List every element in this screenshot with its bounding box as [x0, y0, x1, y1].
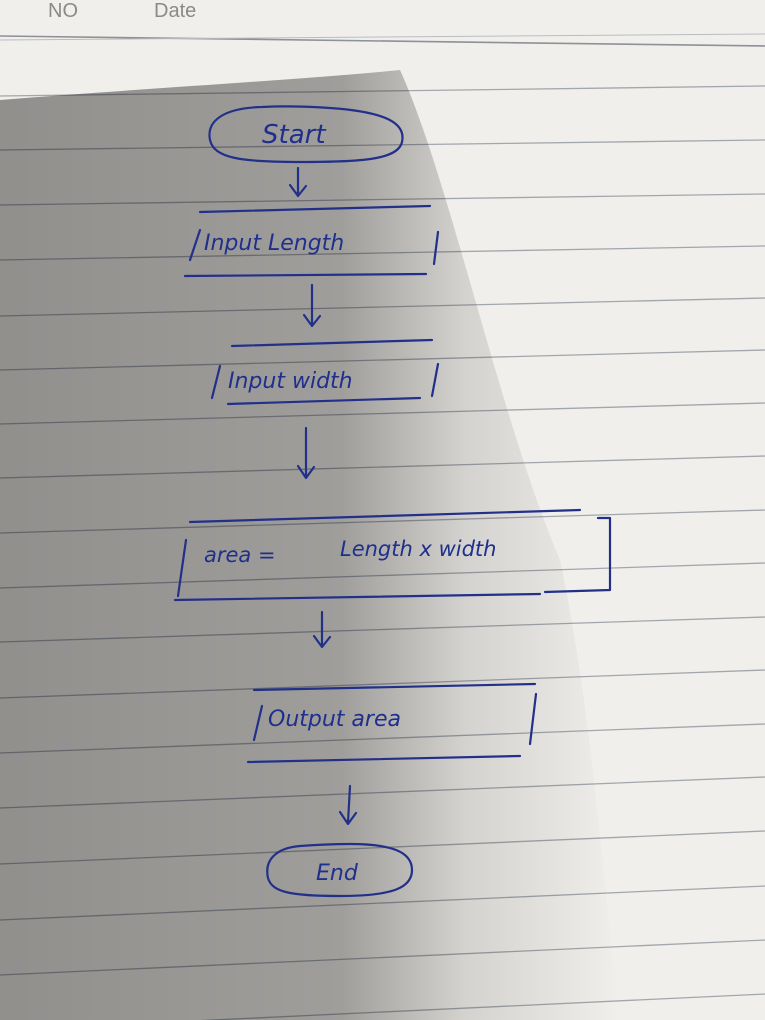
- arrow-2: [302, 283, 322, 328]
- area-assign-label: area =: [204, 543, 276, 567]
- input-width-label: Input width: [228, 369, 353, 394]
- output-area-label: Output area: [268, 707, 401, 732]
- input-width-box: Input width: [210, 338, 440, 406]
- end-label: End: [316, 861, 359, 886]
- start-terminator: Start: [208, 105, 404, 164]
- arrow-1: [288, 166, 308, 198]
- date-label: Date: [154, 0, 197, 22]
- start-label: Start: [262, 120, 326, 150]
- area-formula-label: Length x width: [340, 537, 496, 561]
- arrow-3: [296, 426, 316, 480]
- process-box: area = Length x width: [173, 508, 612, 602]
- arrow-4: [312, 610, 332, 649]
- input-length-label: Input Length: [204, 231, 344, 256]
- arrow-5: [338, 784, 358, 826]
- end-terminator: End: [266, 842, 414, 898]
- output-area-box: Output area: [246, 682, 538, 764]
- input-length-box: Input Length: [183, 204, 440, 278]
- no-label: NO: [48, 0, 78, 22]
